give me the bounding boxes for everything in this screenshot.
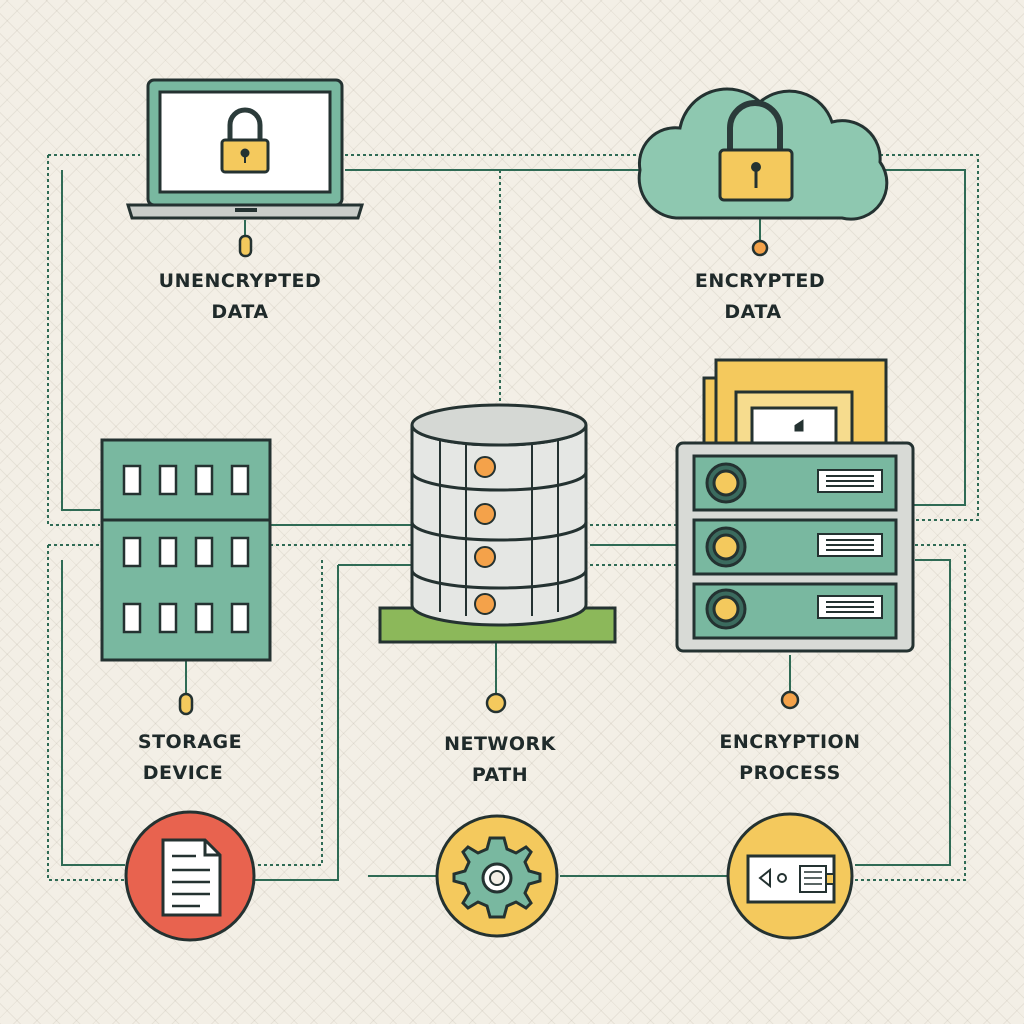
document-icon (124, 810, 256, 942)
cloud-pin (751, 239, 769, 257)
server-slot (692, 454, 898, 512)
dotted-connector (855, 544, 966, 881)
pin-line (185, 215, 791, 697)
label-line: ENCRYPTED (694, 270, 826, 292)
label-line: ENCRYPTION (719, 731, 861, 753)
dotted-connector (255, 560, 323, 866)
encryption-pin (780, 690, 800, 710)
label-encryption-process: ENCRYPTION PROCESS (690, 727, 890, 789)
storage-pin (178, 692, 194, 716)
server-slot (692, 518, 898, 576)
label-line: DEVICE (142, 762, 224, 784)
key-card-icon (726, 812, 854, 940)
connector-lines (47, 154, 979, 881)
server-rack-icon (675, 358, 915, 653)
cloud-lock-icon (637, 87, 889, 221)
laptop-lock-icon (125, 78, 365, 220)
label-network-path: NETWORK PATH (420, 729, 580, 791)
network-pin (485, 692, 507, 714)
laptop-pin (238, 234, 253, 258)
solid-connector (345, 169, 966, 506)
solid-connector (255, 564, 412, 881)
label-line: NETWORK (444, 733, 556, 755)
gear-icon (435, 814, 559, 938)
label-line: DATA (211, 301, 269, 323)
solid-connector (61, 560, 125, 866)
solid-connector (855, 559, 951, 866)
dotted-connector (48, 154, 979, 521)
label-line: PROCESS (739, 762, 841, 784)
dotted-connector (47, 155, 100, 526)
label-line: DATA (724, 301, 782, 323)
solid-connector (61, 170, 100, 511)
dotted-connector (47, 545, 125, 881)
storage-rack-icon (100, 438, 272, 662)
label-storage-device: STORAGE DEVICE (110, 727, 270, 789)
label-line: STORAGE (137, 731, 243, 753)
label-line: UNENCRYPTED (158, 270, 322, 292)
label-encrypted-data: ENCRYPTED DATA (670, 266, 850, 328)
label-line: PATH (471, 764, 529, 786)
server-slot (692, 582, 898, 640)
database-cylinder-icon (378, 403, 617, 644)
label-unencrypted-data: UNENCRYPTED DATA (140, 266, 340, 328)
